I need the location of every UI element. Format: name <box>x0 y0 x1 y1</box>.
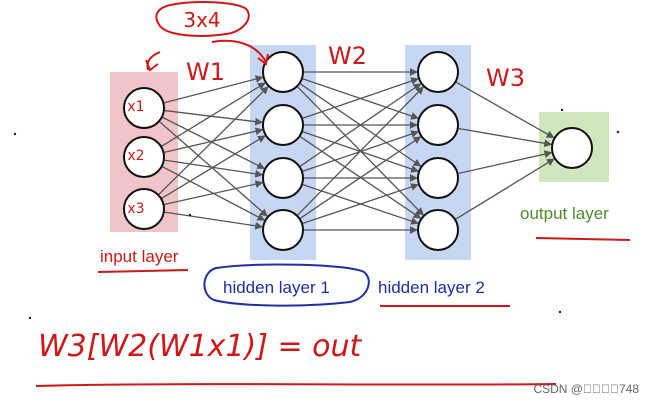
weight-label-w2: W2 <box>328 42 367 70</box>
connection-hidden1-4-to-hidden2-2 <box>299 136 422 220</box>
connection-input-3-to-hidden1-4 <box>163 211 264 230</box>
connection-input-3-to-hidden1-2 <box>160 135 266 200</box>
input-layer-label: input layer <box>100 247 179 266</box>
stray-marks <box>13 108 620 320</box>
hidden1-neuron-1 <box>262 51 304 93</box>
input-annotation-mark <box>145 51 161 72</box>
input-neuron-2 <box>123 136 165 178</box>
output-layer-underline <box>535 237 631 241</box>
input-neuron-3 <box>123 188 165 230</box>
weight-label-w3: W3 <box>486 64 525 92</box>
connection-input-1-to-hidden1-2 <box>163 109 263 126</box>
output-neuron-1 <box>551 127 593 169</box>
hidden2-neuron-1 <box>417 51 459 93</box>
input-node-label-x2: x2 <box>127 148 144 164</box>
connection-input-1-to-hidden1-1 <box>163 75 264 104</box>
hidden-layer-2-label: hidden layer 2 <box>378 278 485 297</box>
connection-input-1-to-hidden1-3 <box>161 116 265 170</box>
connection-hidden1-4-to-hidden2-1 <box>296 86 424 217</box>
hidden2-neuron-3 <box>417 157 459 199</box>
connection-hidden1-2-to-hidden2-1 <box>301 77 419 120</box>
connection-input-2-to-hidden1-1 <box>160 82 266 148</box>
hidden1-neuron-2 <box>262 104 304 146</box>
connection-hidden1-3-to-hidden2-1 <box>299 83 422 168</box>
formula-annotation: W3[W2(W1x1)] = out <box>38 329 362 364</box>
input-layer-underline <box>97 269 189 273</box>
connection-hidden2-2-to-output-1 <box>457 127 553 148</box>
input-neuron-1 <box>123 87 165 129</box>
weight-label-w1: W1 <box>186 58 225 86</box>
connection-input-3-to-hidden1-3 <box>163 180 264 206</box>
dimension-arrow-head <box>257 53 269 66</box>
dimension-arrow <box>211 39 267 63</box>
dimension-annotation: 3x4 <box>183 8 220 32</box>
output-layer-label: output layer <box>520 204 609 223</box>
hidden1-neuron-4 <box>262 209 304 251</box>
hidden-layer-1-circle <box>203 263 370 307</box>
input-node-label-x1: x1 <box>127 99 144 115</box>
formula-underline <box>35 383 557 387</box>
connection-hidden2-4-to-output-1 <box>454 158 555 221</box>
dimension-annotation-circle <box>155 1 250 37</box>
connections <box>157 68 555 234</box>
connection-hidden2-1-to-output-1 <box>455 81 555 139</box>
watermark: CSDN @    748 <box>533 382 639 396</box>
hidden2-neuron-4 <box>417 209 459 251</box>
input-node-label-x3: x3 <box>127 201 144 217</box>
hidden1-neuron-3 <box>262 157 304 199</box>
hidden2-neuron-2 <box>417 104 459 146</box>
hidden-layer-1-label: hidden layer 1 <box>223 278 330 297</box>
connection-input-3-to-hidden1-1 <box>157 86 269 196</box>
connection-hidden2-3-to-output-1 <box>457 150 553 175</box>
connection-hidden1-4-to-hidden2-3 <box>301 183 419 225</box>
neurons <box>123 51 593 251</box>
